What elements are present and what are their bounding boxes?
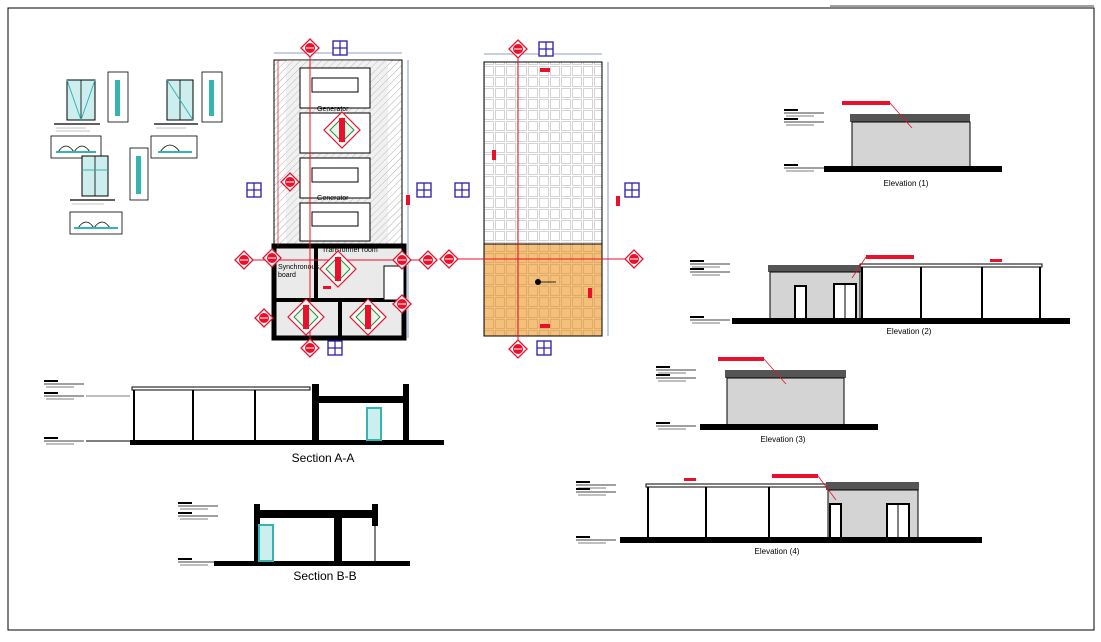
elevation-2: Elevation (2) <box>689 255 1070 336</box>
room-label-sync-2: board <box>278 272 296 279</box>
room-label-transformer: Transformer room <box>322 247 378 254</box>
section-marker-icon[interactable] <box>439 249 459 269</box>
door-detail-3 <box>69 147 149 235</box>
section-marker-icon[interactable] <box>234 250 254 270</box>
section-aa: Section A-A <box>43 380 444 465</box>
section-bb-title: Section B-B <box>293 569 356 583</box>
elevation-marker-icon[interactable] <box>246 182 262 198</box>
section-marker-icon[interactable] <box>624 249 644 269</box>
elevation-marker-icon[interactable] <box>327 340 343 356</box>
elevation-4: Elevation (4) <box>575 474 982 556</box>
roof-plan <box>439 39 644 359</box>
elevation-4-title: Elevation (4) <box>755 547 800 556</box>
door-detail-1 <box>50 71 129 159</box>
door-detail-2 <box>150 71 223 159</box>
elevation-1-title: Elevation (1) <box>884 179 929 188</box>
sheet-border <box>7 7 1095 631</box>
elevation-2-title: Elevation (2) <box>887 327 932 336</box>
room-label-sync-1: Synchronous <box>278 264 319 271</box>
elevation-marker-icon[interactable] <box>536 340 552 356</box>
section-marker-icon[interactable] <box>418 250 438 270</box>
elevation-marker-icon[interactable] <box>624 182 640 198</box>
section-marker-icon[interactable] <box>508 39 528 59</box>
section-aa-title: Section A-A <box>292 451 355 465</box>
elevation-marker-icon[interactable] <box>416 182 432 198</box>
elevation-marker-icon[interactable] <box>332 40 348 56</box>
room-label-generator-2: Generator <box>317 195 349 202</box>
elevation-3-title: Elevation (3) <box>761 435 806 444</box>
room-label-generator-1: Generator <box>317 106 349 113</box>
section-marker-icon[interactable] <box>300 38 320 58</box>
elevation-marker-icon[interactable] <box>538 41 554 57</box>
door-details <box>50 71 223 235</box>
section-bb: Section B-B <box>177 502 410 583</box>
section-marker-icon[interactable] <box>254 308 274 328</box>
section-marker-icon[interactable] <box>300 338 320 358</box>
elevation-3: Elevation (3) <box>655 357 878 444</box>
elevation-marker-icon[interactable] <box>454 182 470 198</box>
floor-plan: Generator Generator Synchronous board Tr… <box>234 38 438 358</box>
section-marker-icon[interactable] <box>508 339 528 359</box>
elevation-1: Elevation (1) <box>783 101 1002 188</box>
